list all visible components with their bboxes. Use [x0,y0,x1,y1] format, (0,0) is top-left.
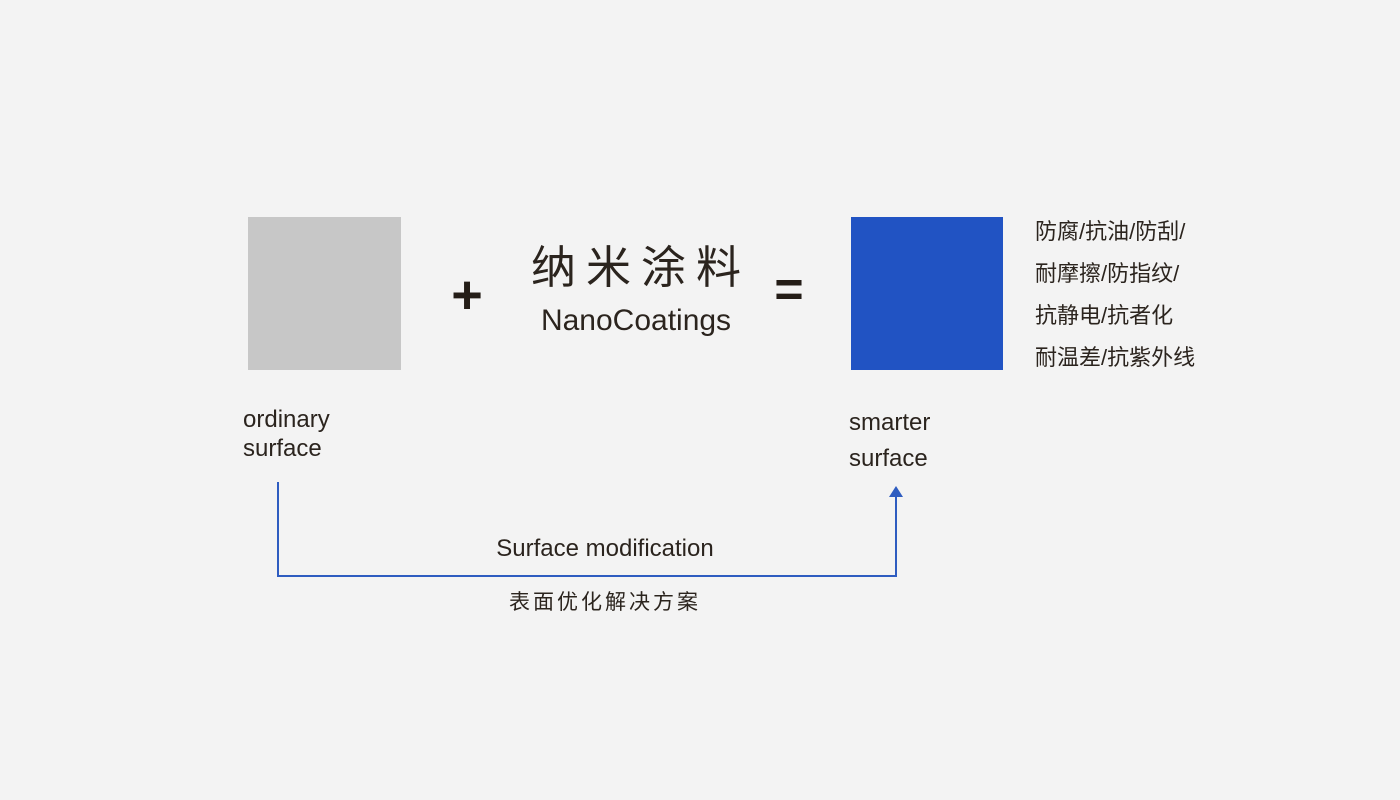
equals-sign: = [774,261,804,317]
surface-modification-label-en: Surface modification [496,535,714,562]
feature-item: 耐温差/抗紫外线 [1035,345,1196,370]
coating-title-block: 纳米涂料 NanoCoatings [505,238,767,340]
coating-name-zh: 纳米涂料 [530,242,751,293]
arrow-up-icon [889,486,903,497]
arrow-left-segment [277,482,279,577]
ordinary-surface-label-line2: surface [243,435,322,462]
smarter-surface-label-line1: smarter [849,409,931,436]
ordinary-surface-label-line1: ordinary [243,406,330,433]
plus-sign: + [451,265,483,325]
smarter-surface-square [851,217,1003,370]
coating-name-en: NanoCoatings [540,304,732,337]
arrow-right-segment [895,497,897,575]
feature-item: 防腐/抗油/防刮/ [1035,219,1186,244]
arrow-horizontal-segment [277,575,897,577]
ordinary-surface-label: ordinary surface [243,405,330,463]
ordinary-surface-square [248,217,401,370]
feature-item: 耐摩擦/防指纹/ [1035,261,1180,286]
smarter-surface-label: smarter surface [849,405,930,477]
feature-item: 抗静电/抗者化 [1035,303,1174,328]
feature-list: 防腐/抗油/防刮/ 耐摩擦/防指纹/ 抗静电/抗者化 耐温差/抗紫外线 [1035,211,1195,379]
surface-modification-label-zh: 表面优化解决方案 [509,591,701,614]
smarter-surface-label-line2: surface [849,445,928,472]
